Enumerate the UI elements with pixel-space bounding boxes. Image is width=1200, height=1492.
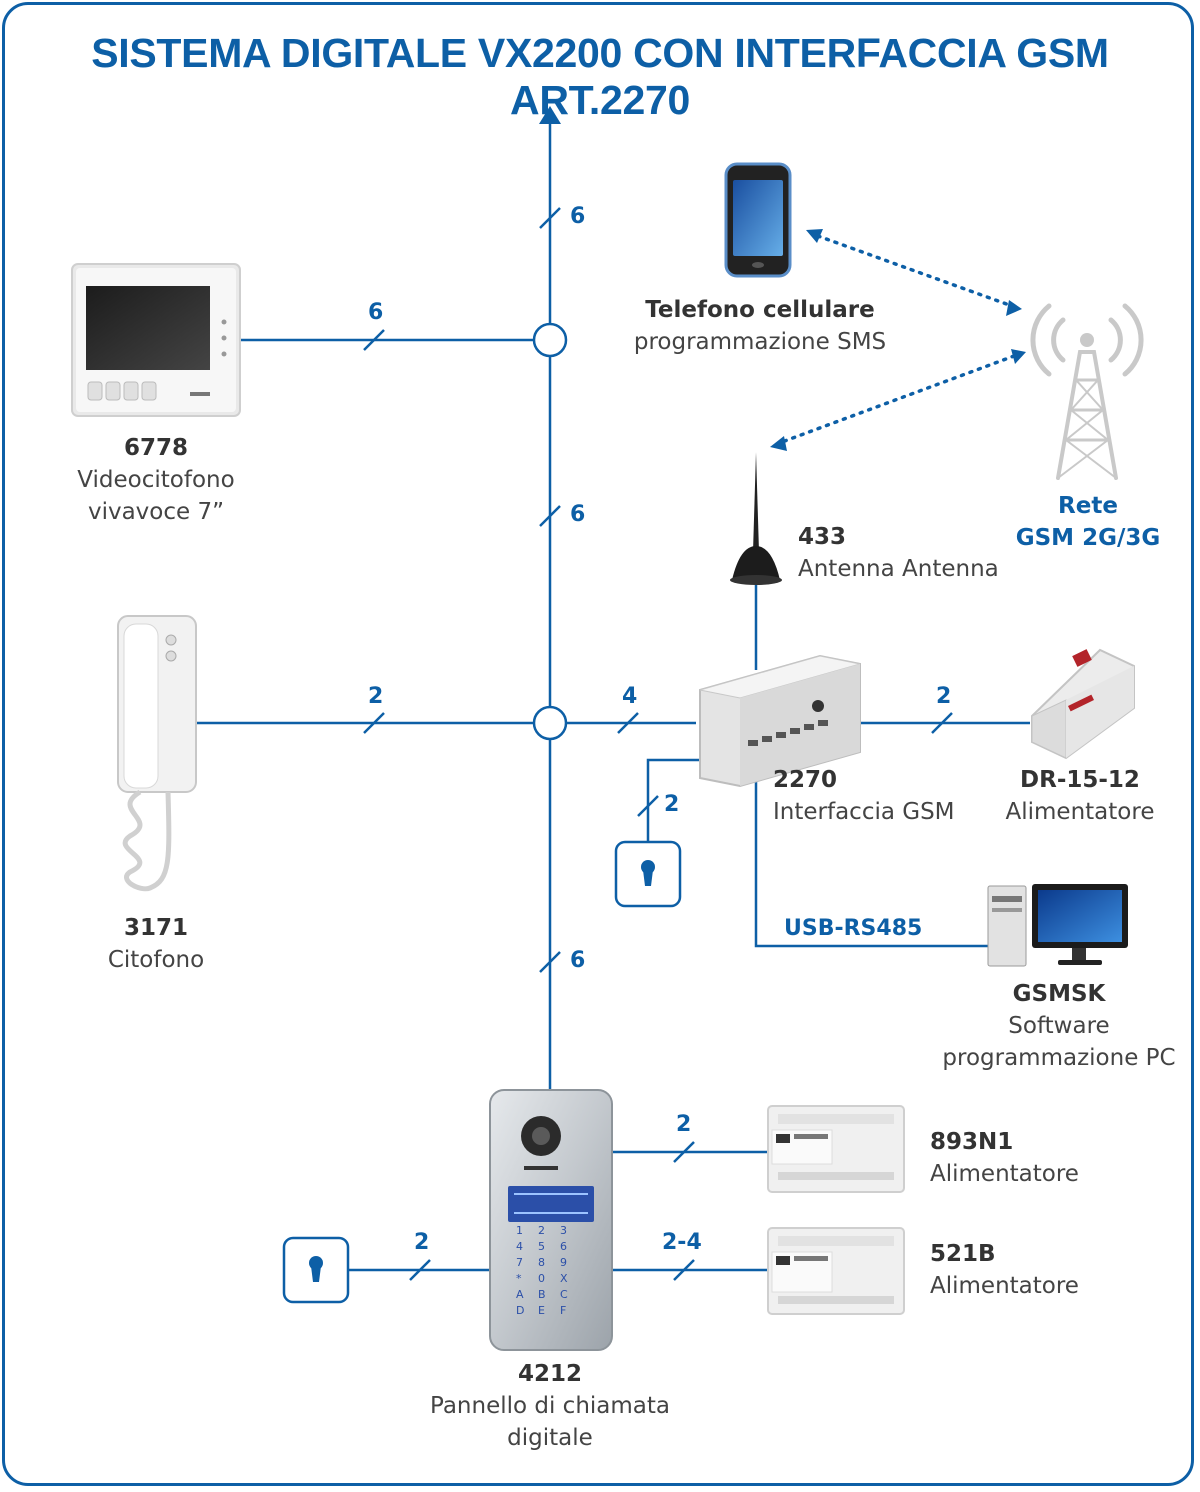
keypad-key: 6 xyxy=(560,1240,567,1253)
psu-521-desc: Alimentatore xyxy=(930,1273,1079,1299)
keypad-key: * xyxy=(516,1272,522,1285)
diagram-title: SISTEMA DIGITALE VX2200 CON INTERFACCIA … xyxy=(91,30,1109,123)
psu-521b-device xyxy=(767,1227,905,1315)
psu-dr-label: DR-15-12 Alimentatore xyxy=(990,764,1170,828)
antenna-desc: Antenna Antenna xyxy=(798,556,999,582)
wire-count-gsm-in: 4 xyxy=(622,684,638,709)
handset-desc: Citofono xyxy=(107,947,205,973)
phone-title: Telefono cellulare xyxy=(645,297,875,323)
wireless-links xyxy=(780,234,1016,444)
bus-arrow-up xyxy=(539,106,561,124)
tower-desc: GSM 2G/3G xyxy=(1015,525,1161,551)
wire-usb-label: USB-RS485 xyxy=(784,916,923,941)
wire-count-bus-low: 6 xyxy=(570,948,586,973)
gsm-code: 2270 xyxy=(773,767,838,793)
wire-count-psu-893: 2 xyxy=(676,1112,692,1137)
pc-code: GSMSK xyxy=(1012,981,1106,1007)
psu-dr15-device xyxy=(1031,648,1135,760)
psu-dr-code: DR-15-12 xyxy=(1020,767,1140,793)
gsm-label: 2270 Interfaccia GSM xyxy=(773,764,983,828)
video-monitor-device xyxy=(71,263,241,417)
mobile-phone-icon xyxy=(724,162,792,278)
monitor-desc-line2: vivavoce 7” xyxy=(87,499,225,525)
psu-893-desc: Alimentatore xyxy=(930,1161,1079,1187)
keypad-key: 9 xyxy=(560,1256,567,1269)
lock-icon xyxy=(282,1236,350,1304)
handset-label: 3171 Citofono xyxy=(66,912,246,976)
antenna-label: 433 Antenna Antenna xyxy=(798,521,1038,585)
wire-count-psu-521: 2-4 xyxy=(662,1230,702,1255)
lock-icon xyxy=(614,840,682,908)
pc-desc-line1: Software xyxy=(1008,1013,1110,1039)
handset-code: 3171 xyxy=(123,915,188,941)
psu-dr-desc: Alimentatore xyxy=(1005,799,1155,825)
keypad-key: D xyxy=(516,1304,524,1317)
call-panel-keypad: 1 2 3 4 5 6 7 8 9 * 0 X A B C D E F xyxy=(516,1224,568,1317)
pc-label: GSMSK Software programmazione PC xyxy=(930,978,1188,1074)
keypad-key: 0 xyxy=(538,1272,545,1285)
wire-lock-gsm xyxy=(646,758,714,842)
keypad-key: 2 xyxy=(538,1224,545,1237)
psu-893-label: 893N1 Alimentatore xyxy=(930,1126,1130,1190)
antenna-icon xyxy=(730,452,782,585)
wire-count-bus-top: 6 xyxy=(570,204,586,229)
tower-label: Rete GSM 2G/3G xyxy=(1000,490,1176,554)
monitor-desc-line1: Videocitofono xyxy=(77,467,235,493)
wire-usb xyxy=(754,782,990,948)
keypad-key: 4 xyxy=(516,1240,523,1253)
wire-count-lock-panel: 2 xyxy=(414,1230,430,1255)
wire-count-handset: 2 xyxy=(368,684,384,709)
keypad-key: E xyxy=(538,1304,545,1317)
wire-count-bus-mid: 6 xyxy=(570,502,586,527)
monitor-code: 6778 xyxy=(123,435,188,461)
tower-title: Rete xyxy=(1058,493,1118,519)
gsm-tower-icon xyxy=(1030,303,1144,480)
psu-893n1-device xyxy=(767,1105,905,1193)
keypad-key: A xyxy=(516,1288,524,1301)
handset-intercom-device xyxy=(117,615,197,892)
psu-893-code: 893N1 xyxy=(930,1129,1014,1155)
junction-mid xyxy=(532,705,568,741)
keypad-key: C xyxy=(560,1288,568,1301)
keypad-key: 7 xyxy=(516,1256,523,1269)
desktop-pc-icon xyxy=(987,884,1128,967)
junction-top xyxy=(532,322,568,358)
call-panel-device xyxy=(489,1089,613,1351)
gsm-interface-device xyxy=(699,654,861,788)
keypad-key: 8 xyxy=(538,1256,545,1269)
antenna-code: 433 xyxy=(798,524,847,550)
keypad-key: F xyxy=(560,1304,566,1317)
wire-count-monitor: 6 xyxy=(368,300,384,325)
psu-521-code: 521B xyxy=(930,1241,996,1267)
panel-desc-line1: Pannello di chiamata xyxy=(429,1393,671,1419)
keypad-key: 5 xyxy=(538,1240,545,1253)
panel-desc-line2: digitale xyxy=(507,1425,593,1451)
phone-desc: programmazione SMS xyxy=(633,329,887,355)
panel-label: 4212 Pannello di chiamata digitale xyxy=(400,1358,700,1454)
wire-count-psu-dr: 2 xyxy=(936,684,952,709)
panel-code: 4212 xyxy=(517,1361,582,1387)
gsm-desc: Interfaccia GSM xyxy=(773,799,955,825)
wire-count-lock-gsm: 2 xyxy=(664,792,680,817)
conductor-ticks xyxy=(363,207,953,1281)
keypad-key: X xyxy=(560,1272,568,1285)
monitor-label: 6778 Videocitofono vivavoce 7” xyxy=(46,432,266,528)
keypad-key: 1 xyxy=(516,1224,523,1237)
keypad-key: 3 xyxy=(560,1224,567,1237)
keypad-key: B xyxy=(538,1288,546,1301)
phone-label: Telefono cellulare programmazione SMS xyxy=(620,294,900,358)
pc-desc-line2: programmazione PC xyxy=(942,1045,1176,1071)
psu-521-label: 521B Alimentatore xyxy=(930,1238,1130,1302)
